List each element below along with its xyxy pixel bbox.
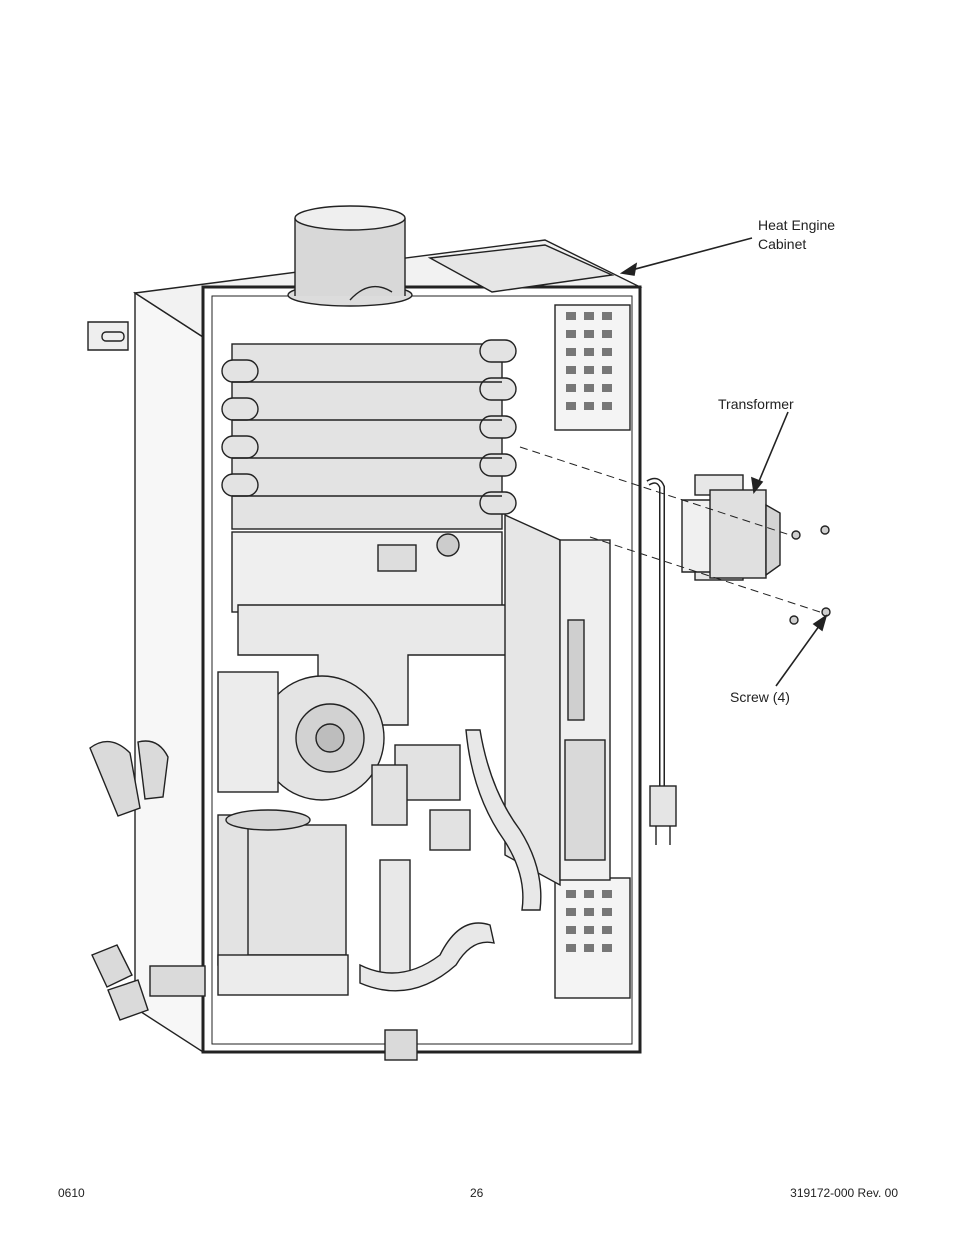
power-cord: [646, 477, 677, 845]
leader-arrows: [619, 237, 828, 687]
footer-page-number: 26: [470, 1186, 484, 1200]
pump-motor: [217, 809, 349, 996]
flue-collar: [287, 205, 413, 307]
bottom-fittings: [89, 740, 418, 1061]
mounting-bracket-top: [87, 321, 129, 351]
control-board-bracket: [504, 513, 611, 887]
screw-callout: Screw (4): [730, 689, 790, 705]
footer-doc-number: 319172-000 Rev. 00: [790, 1186, 898, 1200]
heat-engine-cabinet-callout: Heat Engine Cabinet: [758, 216, 878, 254]
footer-date-code: 0610: [58, 1186, 85, 1200]
combustion-blower: [217, 671, 385, 801]
burner-box: [231, 531, 503, 613]
heat-engine-cabinet-line2: Cabinet: [758, 236, 807, 252]
water-pipes: [359, 729, 542, 992]
top-cover-plate: [427, 244, 615, 293]
transformer-part: [681, 474, 781, 581]
cabinet-side-panel: [134, 291, 204, 1054]
heat-engine-cabinet-line1: Heat Engine: [758, 217, 836, 233]
alignment-lines: [519, 446, 821, 613]
gas-valve-assembly: [371, 744, 471, 851]
heat-exchanger: [221, 339, 517, 530]
transformer-callout: Transformer: [718, 396, 794, 412]
screws: [789, 525, 831, 625]
